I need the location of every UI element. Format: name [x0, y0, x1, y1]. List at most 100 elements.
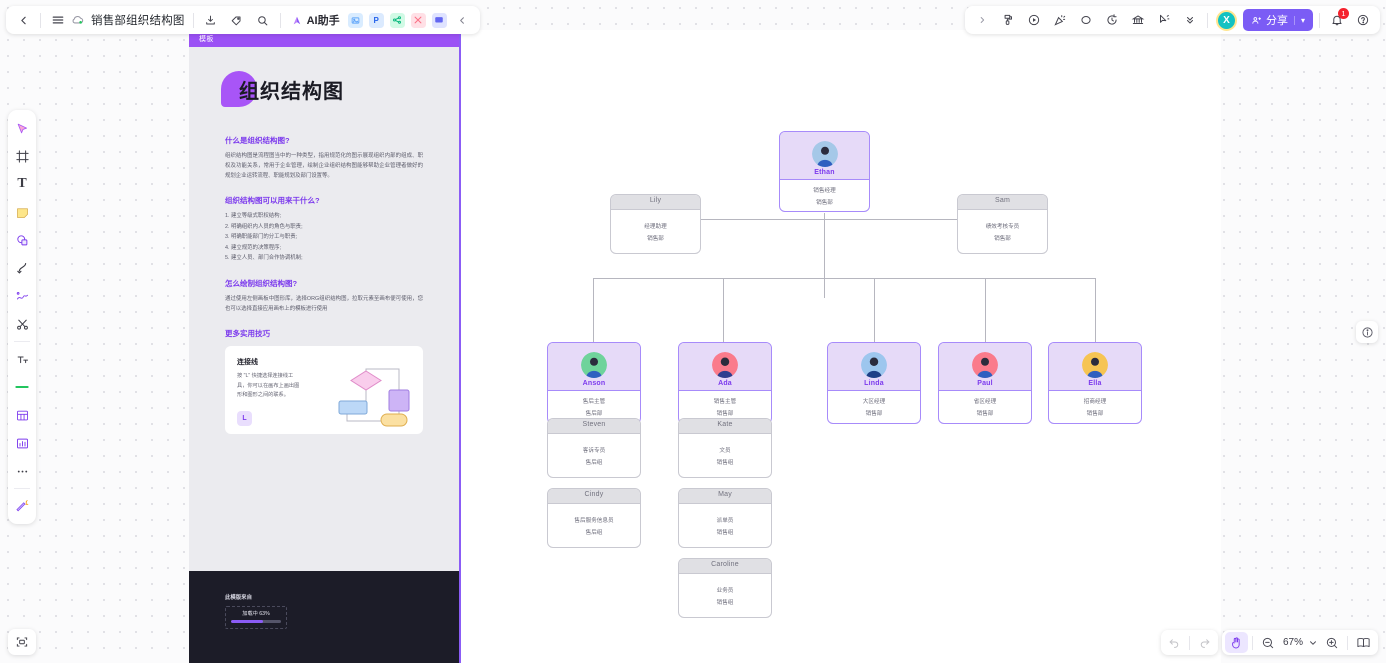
comment-bubble-icon[interactable] [1073, 8, 1099, 32]
cursor-icon[interactable] [1151, 8, 1177, 32]
image-icon[interactable] [347, 12, 363, 28]
node-role: 售后服务信息员 [574, 517, 614, 524]
document-title[interactable]: 销售部组织结构图 [91, 15, 185, 27]
info-circle-icon[interactable] [1356, 321, 1378, 343]
scribble-icon[interactable] [10, 283, 34, 309]
frame-icon[interactable] [10, 143, 34, 169]
bank-icon[interactable] [1125, 8, 1151, 32]
present-icon[interactable] [1021, 8, 1047, 32]
green-line-icon[interactable] [10, 374, 34, 400]
zoom-in-icon[interactable] [1320, 632, 1343, 653]
org-node-sam[interactable]: Sam 绩效考核专员 销售部 [957, 194, 1048, 254]
notifications-button[interactable]: 1 [1324, 8, 1350, 32]
node-body: 文员 销售组 [679, 434, 771, 477]
node-header: Ella [1049, 343, 1141, 391]
connector-line [723, 278, 724, 342]
confetti-icon[interactable] [1047, 8, 1073, 32]
node-role: 销售主管 [713, 399, 737, 405]
footer-label: 此模版来自 [225, 595, 252, 601]
node-header: Caroline [679, 559, 771, 574]
scissors-icon[interactable] [10, 311, 34, 337]
fit-page-icon[interactable] [1352, 632, 1375, 653]
org-node-cindy[interactable]: Cindy 售后服务信息员 售后组 [547, 488, 641, 548]
shapes-icon[interactable] [10, 227, 34, 253]
cloud-saved-icon [71, 13, 85, 27]
paint-icon[interactable] [995, 8, 1021, 32]
node-dept: 销售部 [1086, 411, 1104, 417]
chevron-down-icon[interactable]: ▾ [1293, 15, 1305, 25]
screenshot-button[interactable] [8, 629, 36, 655]
org-node-ethan[interactable]: Ethan 销售经理 销售部 [779, 131, 870, 212]
flow-icon[interactable] [410, 12, 426, 28]
collapse-toolbar-button[interactable] [450, 8, 476, 32]
org-node-lily[interactable]: Lily 经理助理 销售部 [610, 194, 701, 254]
progress-track [231, 620, 281, 623]
ppt-icon[interactable]: P [368, 12, 384, 28]
org-node-ada[interactable]: Ada 销售主管 销售部 [678, 342, 772, 424]
download-icon[interactable] [198, 8, 224, 32]
zoom-level-value[interactable]: 67% [1282, 637, 1303, 648]
pen-cursor-icon[interactable] [10, 115, 34, 141]
node-dept: 销售组 [716, 459, 734, 466]
node-header: Steven [548, 419, 640, 434]
left-toolbar: T [8, 110, 36, 524]
node-dept: 销售部 [647, 235, 664, 242]
mindmap-icon[interactable] [389, 12, 405, 28]
node-body: 售后服务信息员 售后组 [548, 504, 640, 547]
undo-button[interactable] [1163, 632, 1186, 653]
org-node-may[interactable]: May 派单员 销售组 [678, 488, 772, 548]
more-chevron-icon[interactable] [1177, 8, 1203, 32]
node-name: Lily [649, 197, 662, 204]
help-circle-icon[interactable] [1350, 8, 1376, 32]
history-icon[interactable] [1099, 8, 1125, 32]
connector-curve-icon[interactable] [10, 255, 34, 281]
node-role: 招商经理 [1083, 399, 1107, 405]
org-node-caroline[interactable]: Caroline 业务员 销售组 [678, 558, 772, 618]
divider [1347, 635, 1348, 650]
comment-icon[interactable] [431, 12, 447, 28]
hand-tool-icon[interactable] [1224, 632, 1248, 653]
loading-text: 加载中 63% [242, 611, 270, 617]
org-node-kate[interactable]: Kate 文员 销售组 [678, 418, 772, 478]
magic-wand-icon[interactable] [10, 493, 34, 519]
org-node-paul[interactable]: Paul 省区经理 销售部 [938, 342, 1032, 424]
search-icon[interactable] [250, 8, 276, 32]
org-node-linda[interactable]: Linda 大区经理 销售部 [827, 342, 921, 424]
tag-icon[interactable] [224, 8, 250, 32]
bar-chart-icon[interactable] [10, 430, 34, 456]
expand-right-icon[interactable] [969, 8, 995, 32]
node-name: Paul [977, 380, 993, 387]
node-name: Ella [1088, 380, 1102, 387]
zoom-out-icon[interactable] [1257, 632, 1280, 653]
chevron-down-icon[interactable] [1306, 632, 1319, 653]
org-chart[interactable]: Ethan 销售经理 销售部 Lily 经理助理 销售部 Sam 绩效考核专员 [461, 30, 1221, 663]
document-footer: 此模版来自 加载中 63% [189, 571, 459, 663]
ellipsis-icon[interactable] [10, 458, 34, 484]
text-T-icon[interactable]: T [17, 176, 27, 191]
template-document-panel[interactable]: 模板 组织结构图 什么是组织结构图? 组织结构图是流程图当中的一种类型，指用规范… [189, 30, 461, 663]
ai-assistant-button[interactable]: AI助手 [285, 9, 345, 31]
template-ribbon: 模板 [189, 30, 459, 47]
table-icon[interactable] [10, 402, 34, 428]
tip-card[interactable]: 连接线 按 "L" 快捷选择连接线工具，你可以在画布上画出图形和图形之间的联系。… [225, 345, 423, 434]
connector-line [1095, 278, 1096, 342]
node-body: 业务员 销售组 [679, 574, 771, 617]
org-node-ella[interactable]: Ella 招商经理 销售部 [1048, 342, 1142, 424]
back-button[interactable] [10, 8, 36, 32]
connector-line [593, 278, 594, 342]
avatar[interactable]: X [1215, 9, 1237, 31]
node-name: Kate [717, 421, 733, 428]
sticky-note-icon[interactable] [10, 199, 34, 225]
node-dept: 售后组 [585, 459, 603, 466]
small-text-icon[interactable] [10, 346, 34, 372]
share-button[interactable]: 分享 ▾ [1242, 9, 1313, 31]
node-header: Ethan [780, 132, 869, 180]
divider [1251, 635, 1253, 650]
org-node-steven[interactable]: Steven 客诉专员 售后组 [547, 418, 641, 478]
share-user-icon [1252, 16, 1262, 24]
divider [1189, 635, 1190, 650]
hamburger-menu-button[interactable] [45, 8, 71, 32]
org-node-anson[interactable]: Anson 售后主管 售后部 [547, 342, 641, 424]
node-role: 客诉专员 [582, 447, 606, 454]
redo-button[interactable] [1193, 632, 1216, 653]
